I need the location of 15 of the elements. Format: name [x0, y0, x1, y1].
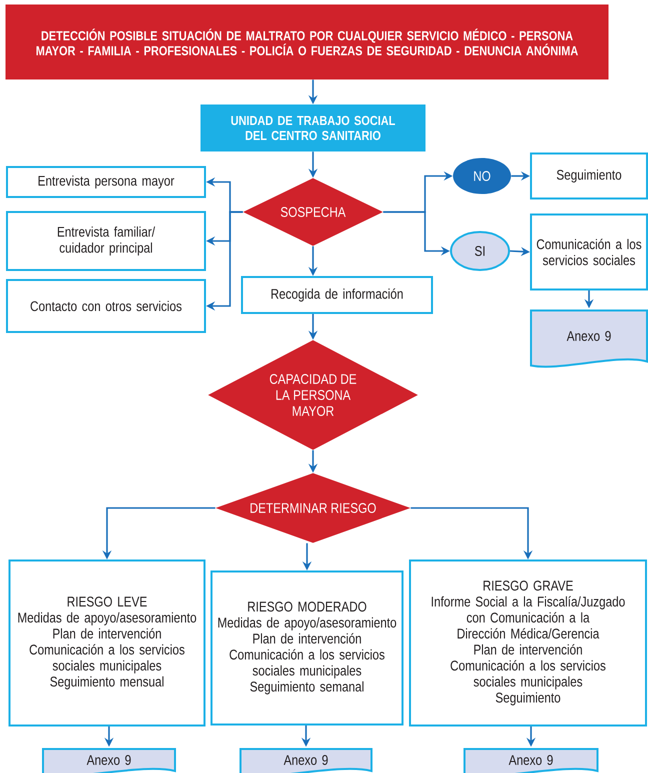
document-box: Anexo 9	[464, 748, 598, 773]
process-box: Entrevista persona mayor	[6, 166, 206, 198]
process-box: Seguimiento	[530, 152, 648, 200]
process-box: RIESGO MODERADO Medidas de apoyo/asesoramiento Plan de intervención Comunicación a los servicios sociales municipales Seguimiento semanal	[210, 570, 404, 726]
process-box: RIESGO LEVE Medidas de apoyo/asesoramiento Plan de intervención Comunicación a los servicios sociales municipales Seguimiento mensual	[8, 560, 206, 726]
process-box: Comunicación a los servicios sociales	[530, 214, 648, 290]
document-box: Anexo 9	[42, 748, 176, 773]
document-box: Anexo 9	[240, 748, 372, 773]
process-box: RIESGO GRAVE Informe Social a la Fiscalía/Juzgado con Comunicación a la Dirección Médica/Gerencia Plan de intervención Comunicación a los servicios sociales municipales Seguimiento	[409, 560, 647, 726]
process-box: Contacto con otros servicios	[6, 279, 206, 333]
header-box: DETECCIÓN POSIBLE SITUACIÓN DE MALTRATO POR CUALQUIER SERVICIO MÉDICO - PERSONA MAYOR - FAMILIA - PROFESIONALES - POLICÍA O FUERZAS DE SEGURIDAD - DENUNCIA ANÓNIMA	[6, 4, 608, 80]
process-box: UNIDAD DE TRABAJO SOCIAL DEL CENTRO SANITARIO	[200, 104, 426, 152]
process-box: Recogida de información	[241, 276, 433, 314]
process-box: Entrevista familiar/ cuidador principal	[6, 211, 206, 271]
document-box: Anexo 9	[530, 310, 648, 368]
